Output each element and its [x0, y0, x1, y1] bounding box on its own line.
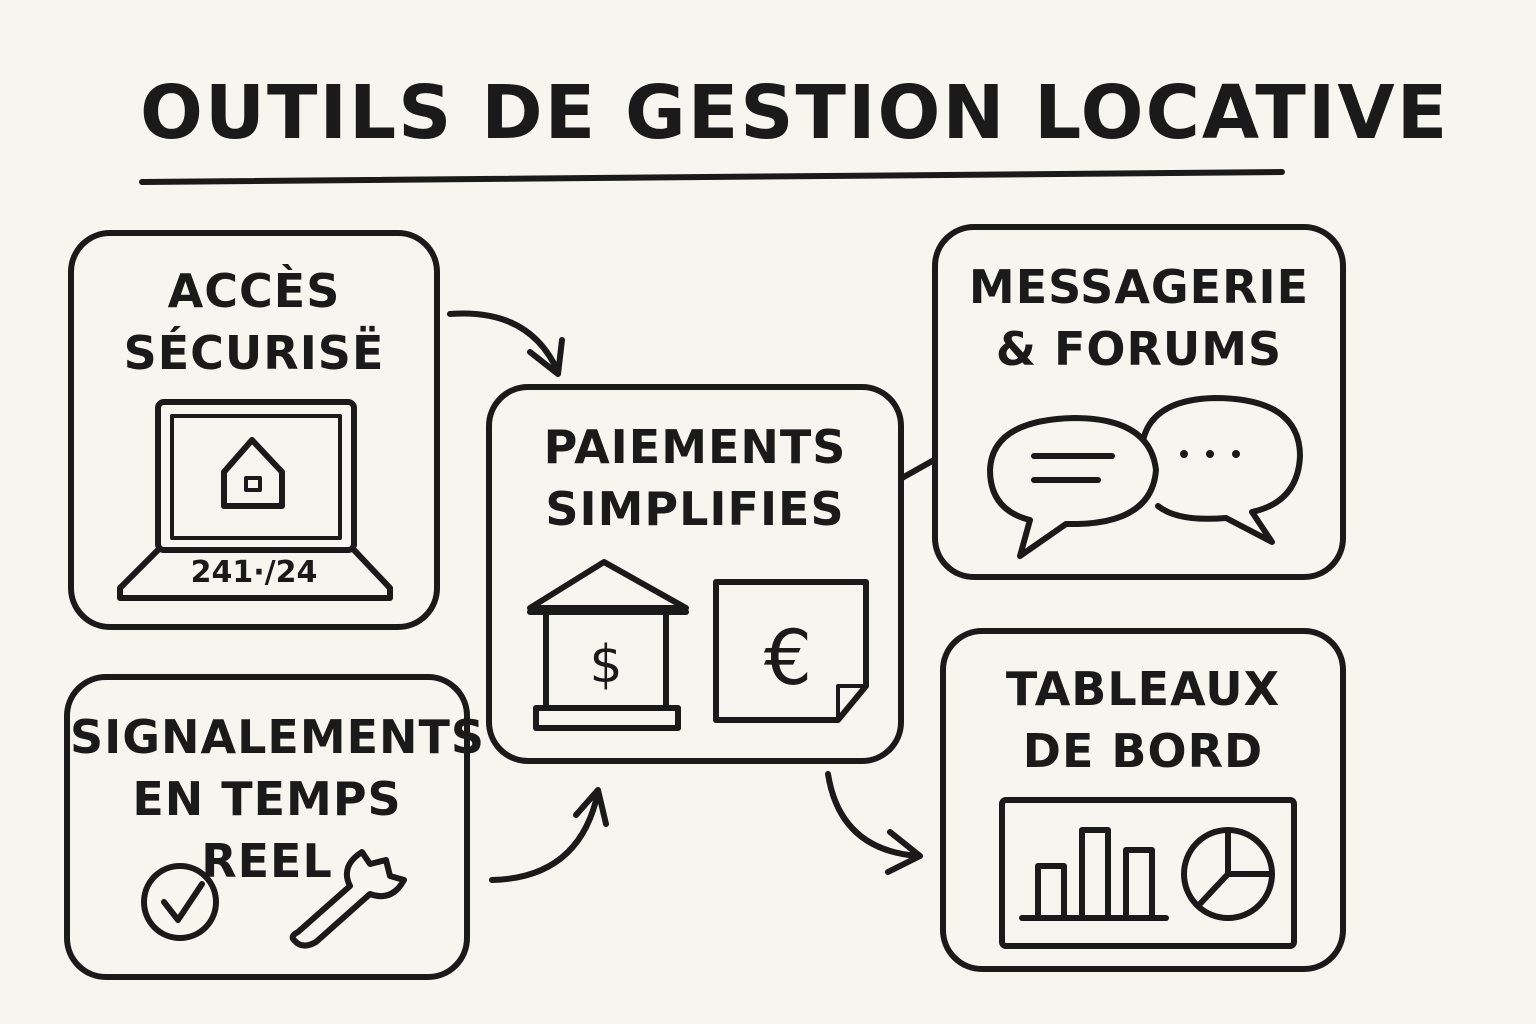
card-messagerie-title: MESSAGERIE & FORUMS [938, 256, 1340, 380]
euro-sign: € [764, 613, 812, 702]
card-acces-line2: SÉCURISË [123, 326, 385, 380]
card-paiements-title: PAIEMENTS SIMPLIFIES [492, 416, 898, 540]
title-underline [139, 169, 1285, 185]
check-circle-icon [141, 863, 219, 941]
laptop-screen-text: 241·/24 [191, 555, 318, 590]
card-acces-securise: ACCÈS SÉCURISË 241·/24 [68, 230, 440, 630]
card-paiements-simplifies: PAIEMENTS SIMPLIFIES $ € [486, 384, 904, 764]
card-messagerie-line1: MESSAGERIE [968, 260, 1310, 314]
card-tableaux-de-bord: TABLEAUX DE BORD [940, 628, 1346, 972]
card-acces-line1: ACCÈS [167, 264, 341, 318]
card-signalements-line1: SIGNALEMENTS [70, 710, 486, 764]
signalements-icons [141, 849, 407, 949]
arrow-acces-to-paiements-head [527, 337, 565, 377]
card-tableaux-title: TABLEAUX DE BORD [946, 658, 1340, 782]
card-messagerie-line2: & FORUMS [995, 322, 1283, 376]
diagram-title: OUTILS DE GESTION LOCATIVE [140, 70, 1450, 156]
card-tableaux-line2: DE BORD [1022, 724, 1264, 778]
card-paiements-line2: SIMPLIFIES [545, 482, 845, 536]
arrow-paiements-to-tableaux [825, 771, 921, 859]
laptop-icon: 241·/24 [117, 399, 393, 601]
card-signalements: SIGNALEMENTS EN TEMPS REEL [64, 674, 486, 980]
arrow-acces-to-paiements [447, 310, 561, 375]
speech-bubbles-icon [987, 395, 1303, 559]
house-icon [221, 437, 285, 509]
arrow-paiements-to-tableaux-head [885, 829, 923, 875]
card-acces-title: ACCÈS SÉCURISË [74, 260, 434, 384]
card-signalements-line2: EN TEMPS REEL [132, 772, 402, 888]
card-paiements-line1: PAIEMENTS [543, 420, 847, 474]
bar-chart-icon [1019, 827, 1169, 921]
payment-icons: $ € [527, 559, 869, 731]
arrow-signalements-to-paiements [489, 789, 601, 883]
connector-paiements-to-messagerie [899, 457, 937, 481]
arrow-signalements-to-paiements-head [573, 787, 609, 827]
euro-document-icon: € [713, 579, 869, 723]
card-messagerie-forums: MESSAGERIE & FORUMS [932, 224, 1346, 580]
wrench-icon [289, 849, 407, 949]
pie-chart-icon [1181, 827, 1275, 921]
dollar-sign: $ [589, 635, 622, 695]
dashboard-icon [999, 797, 1297, 949]
bank-icon: $ [527, 559, 689, 731]
card-signalements-title: SIGNALEMENTS EN TEMPS REEL [70, 706, 486, 892]
card-tableaux-line1: TABLEAUX [1005, 662, 1281, 716]
